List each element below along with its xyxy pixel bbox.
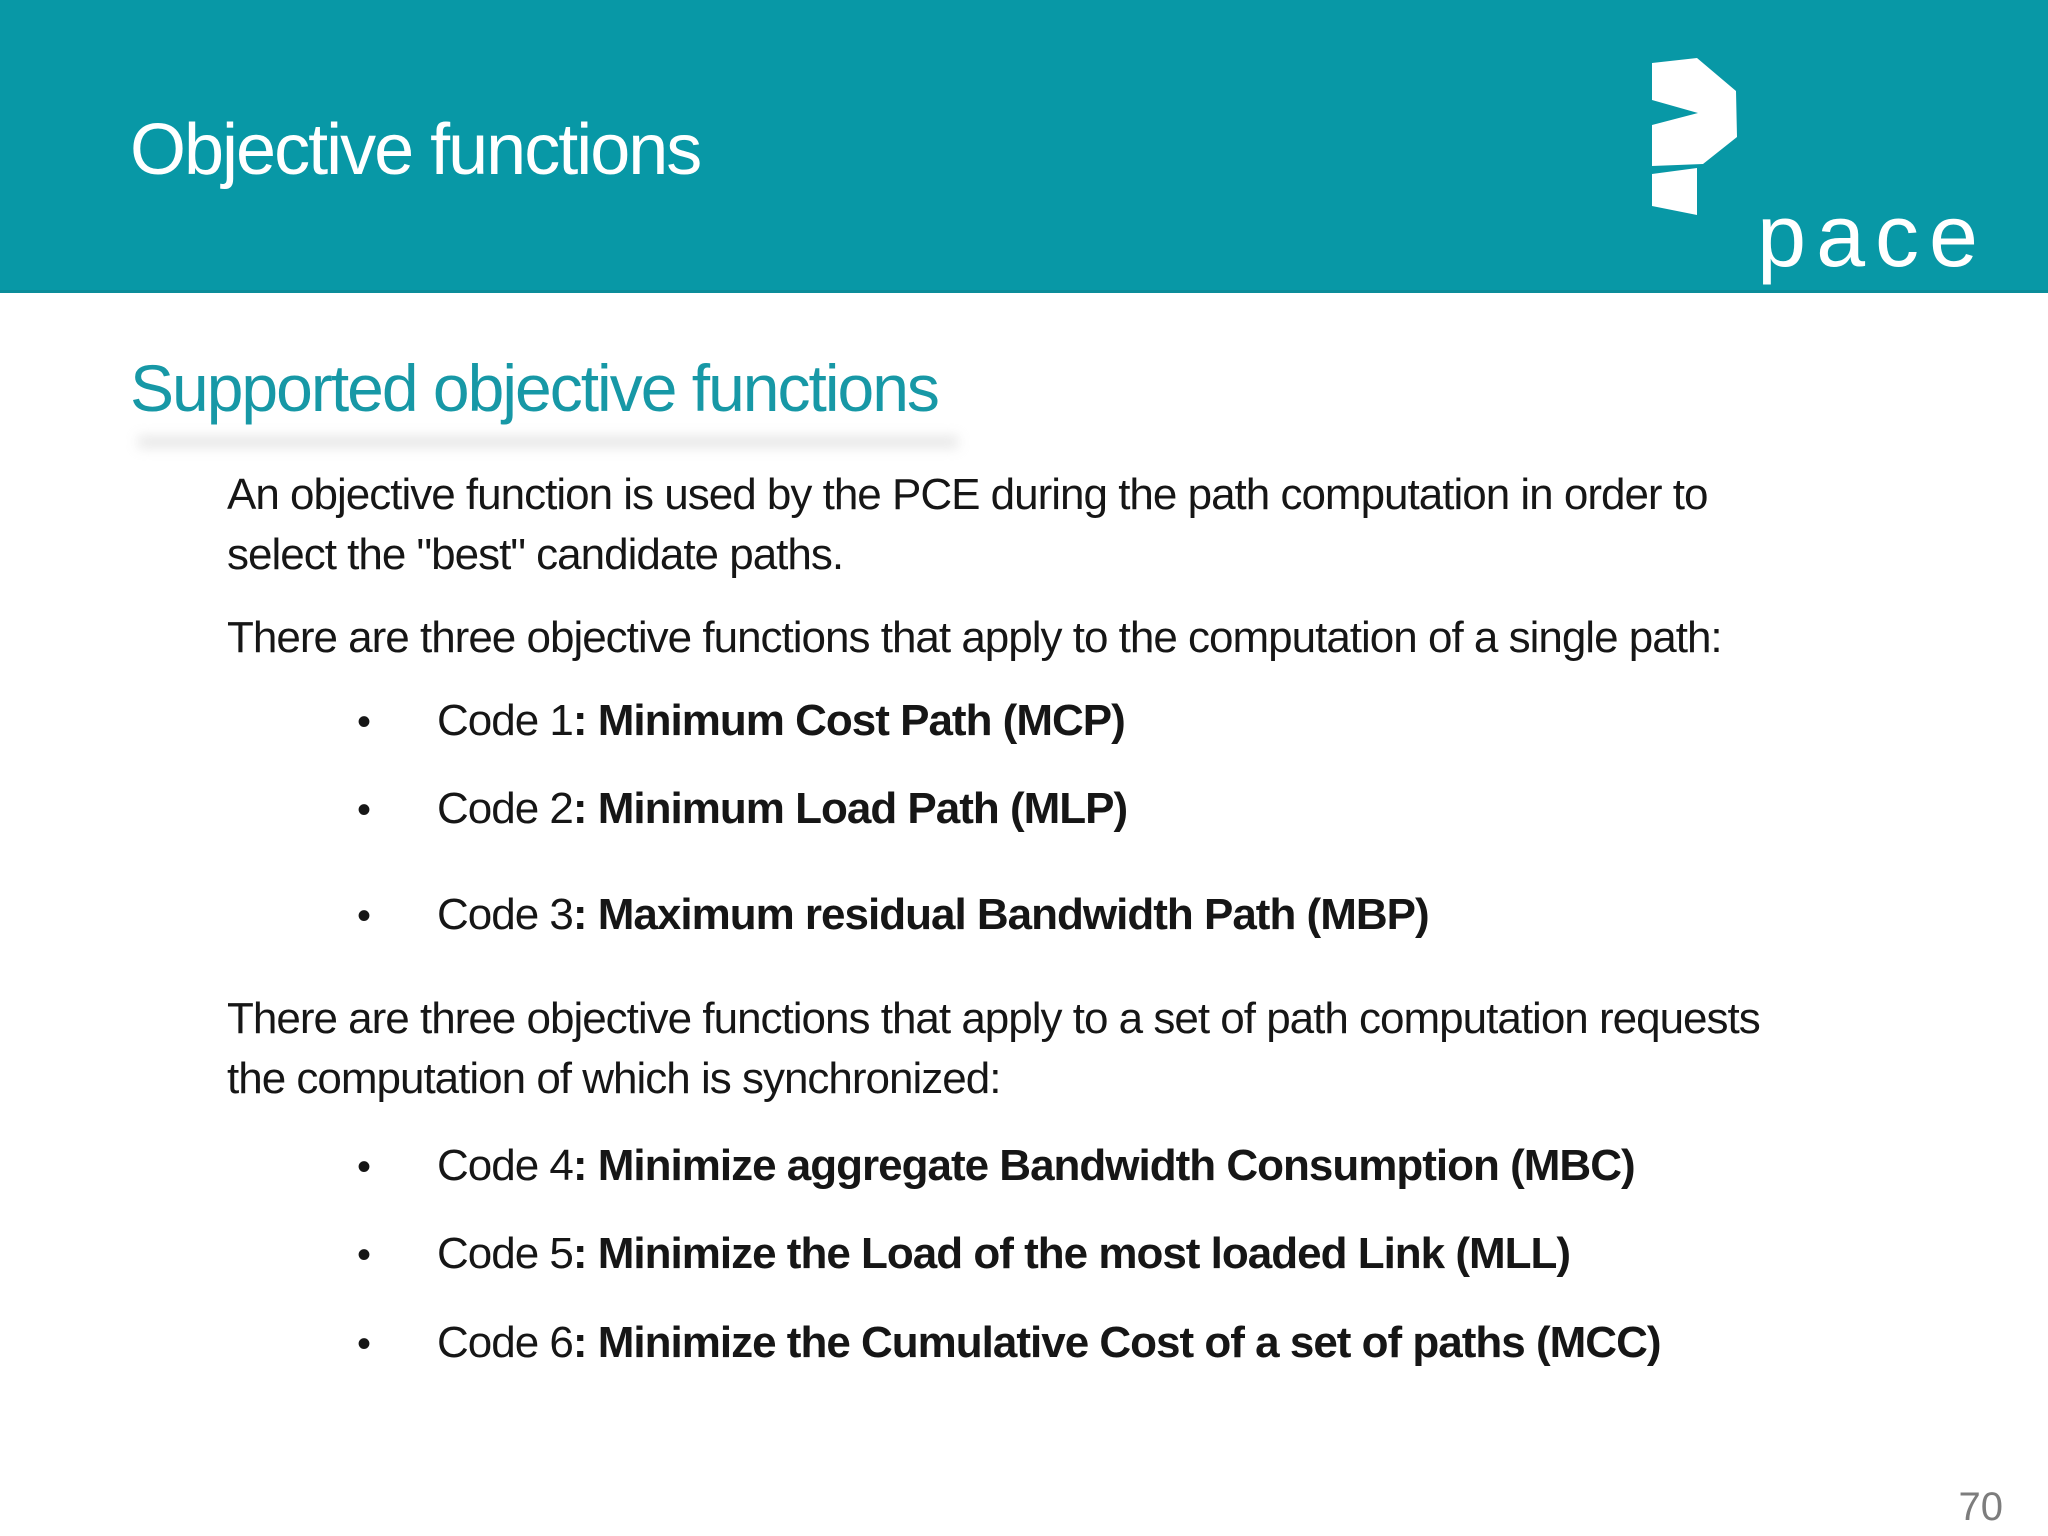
bullet-marker: •: [357, 894, 371, 938]
bullet-code-label: Code 3: [437, 890, 574, 939]
pace-question-mark-icon: [1652, 58, 1737, 215]
bullet-objective-name: : Minimize the Cumulative Cost of a set …: [572, 1318, 1662, 1367]
single-path-heading: There are three objective functions that…: [227, 613, 1723, 662]
subtitle-underline-shadow: [138, 436, 958, 448]
page-number: 70: [1958, 1485, 2004, 1529]
bullet-code-3: • Code 3: Maximum residual Bandwidth Pat…: [227, 885, 2048, 946]
bullet-text: Code 6: Minimize the Cumulative Cost of …: [437, 1313, 1662, 1373]
bullet-marker: •: [357, 1322, 371, 1366]
bullet-text: Code 5: Minimize the Load of the most lo…: [437, 1224, 1571, 1284]
slide-title: Objective functions: [130, 110, 702, 190]
intro-paragraph: An objective function is used by the PCE…: [227, 465, 2048, 585]
header-band: Objective functions pace: [0, 0, 2048, 293]
bullet-code-6: • Code 6: Minimize the Cumulative Cost o…: [227, 1313, 2048, 1374]
bullet-marker: •: [357, 700, 371, 744]
bullet-objective-name: : Minimize aggregate Bandwidth Consumpti…: [572, 1141, 1636, 1190]
bullet-text: Code 3: Maximum residual Bandwidth Path …: [437, 885, 1430, 945]
bullet-code-label: Code 6: [437, 1318, 574, 1367]
bullet-marker: •: [357, 788, 371, 832]
bullet-objective-name: : Minimize the Load of the most loaded L…: [572, 1229, 1571, 1278]
synchronized-heading: There are three objective functions that…: [227, 989, 2048, 1109]
subtitle: Supported objective functions: [130, 351, 940, 425]
bullet-text: Code 1: Minimum Cost Path (MCP): [437, 691, 1126, 751]
slide-body: Supported objective functions An objecti…: [0, 290, 2048, 1374]
bullet-text: Code 2: Minimum Load Path (MLP): [437, 779, 1128, 839]
bullet-objective-name: : Minimum Load Path (MLP): [572, 784, 1128, 833]
bullet-code-label: Code 2: [437, 784, 574, 833]
bullet-objective-name: : Maximum residual Bandwidth Path (MBP): [572, 890, 1430, 939]
bullet-code-1: • Code 1: Minimum Cost Path (MCP): [227, 691, 2048, 752]
bullet-code-5: • Code 5: Minimize the Load of the most …: [227, 1224, 2048, 1285]
pace-logo-text: pace: [1757, 186, 1988, 285]
bullet-code-label: Code 1: [437, 696, 574, 745]
bullet-code-4: • Code 4: Minimize aggregate Bandwidth C…: [227, 1136, 2048, 1197]
bullet-marker: •: [357, 1233, 371, 1277]
bullet-code-label: Code 5: [437, 1229, 574, 1278]
intro-line-2: select the "best" candidate paths.: [227, 530, 844, 579]
synchronized-heading-line-2: the computation of which is synchronized…: [227, 1054, 1001, 1103]
bullet-marker: •: [357, 1145, 371, 1189]
bullet-code-label: Code 4: [437, 1141, 574, 1190]
bullet-code-2: • Code 2: Minimum Load Path (MLP): [227, 779, 2048, 840]
synchronized-heading-line-1: There are three objective functions that…: [227, 994, 1761, 1043]
bullet-objective-name: : Minimum Cost Path (MCP): [572, 696, 1126, 745]
intro-line-1: An objective function is used by the PCE…: [227, 470, 1709, 519]
bullet-text: Code 4: Minimize aggregate Bandwidth Con…: [437, 1136, 1636, 1196]
